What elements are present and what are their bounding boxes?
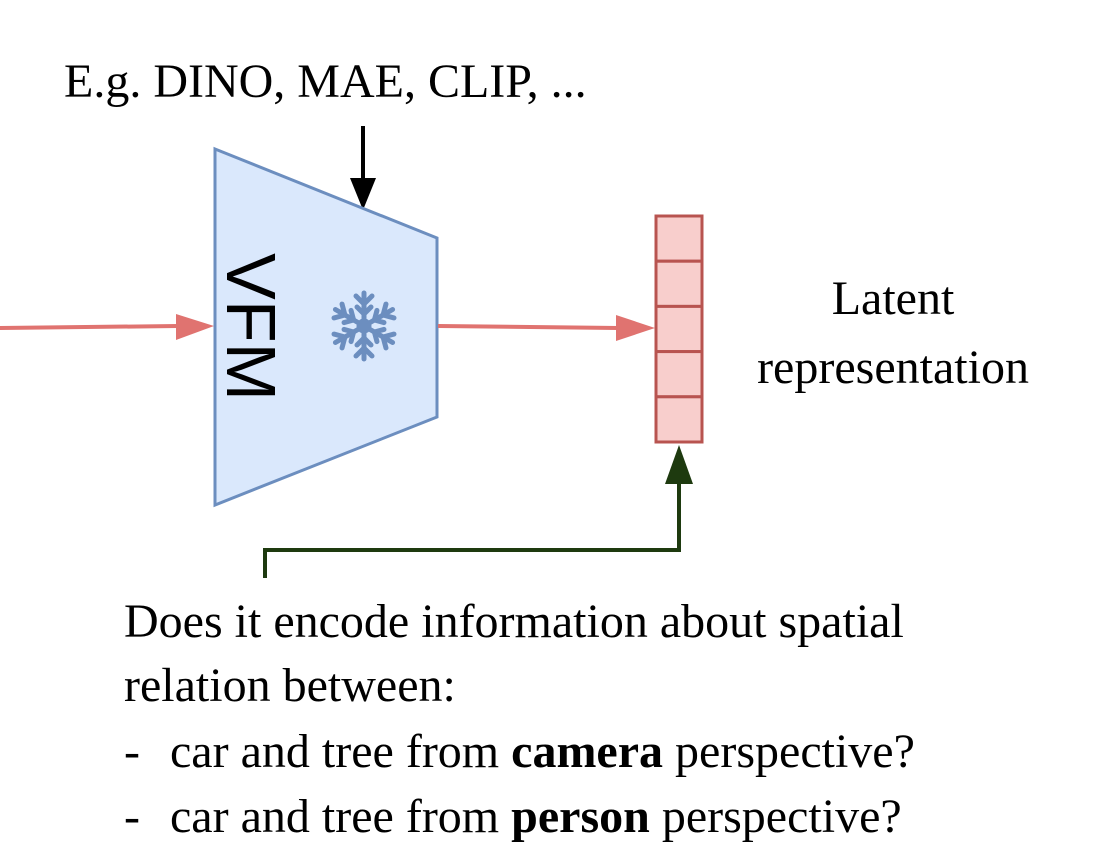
examples-arrow	[350, 126, 376, 210]
query-arrow	[263, 445, 693, 578]
latent-label-line1: Latent	[832, 272, 955, 325]
question-line1: Does it encode information about spatial	[124, 595, 904, 648]
latent-cell	[654, 304, 704, 354]
latent-vector	[654, 214, 704, 444]
question-item-camera: -car and tree from camera perspective?	[124, 725, 915, 778]
emphasis-camera: camera	[511, 725, 663, 778]
input-arrow	[0, 314, 214, 340]
latent-cell	[654, 395, 704, 444]
question-item-person: -car and tree from person perspective?	[124, 790, 902, 843]
vfm-label: VFM	[212, 253, 290, 401]
question-line2: relation between:	[124, 659, 456, 712]
emphasis-person: person	[511, 790, 650, 843]
snowflake-icon	[331, 290, 397, 362]
latent-label-line2: representation	[757, 341, 1029, 394]
latent-cell	[654, 259, 704, 308]
vfm-block	[213, 146, 439, 508]
model-examples-label: E.g. DINO, MAE, CLIP, ...	[64, 55, 587, 108]
latent-cell	[654, 214, 704, 263]
bullet: -	[124, 725, 140, 778]
output-arrow	[437, 315, 655, 341]
bullet: -	[124, 790, 140, 843]
latent-cell	[654, 350, 704, 399]
